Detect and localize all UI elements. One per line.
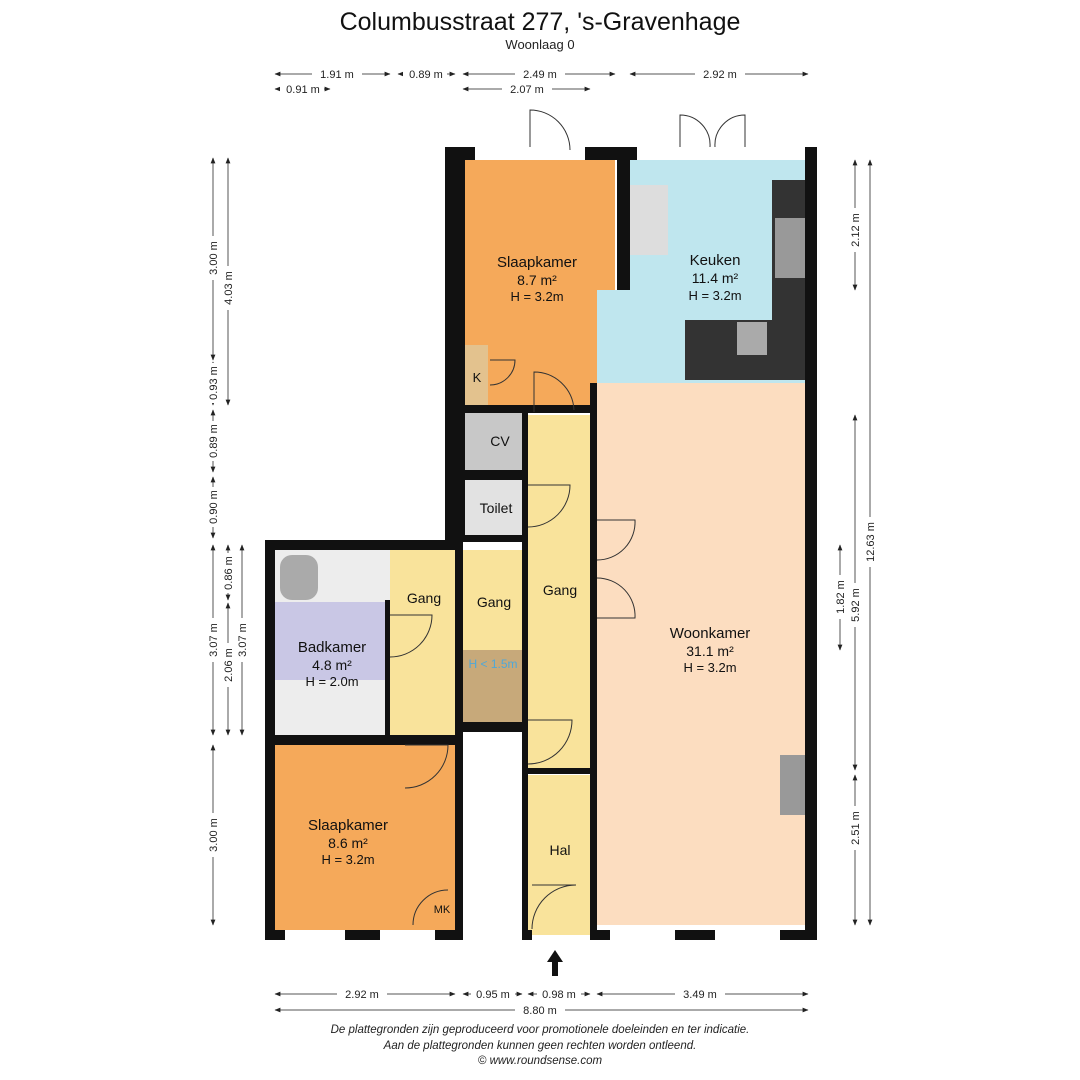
entrance-arrow-icon [547,950,563,976]
svg-text:H = 3.2m: H = 3.2m [688,288,741,303]
dim-label: 2.07 m [510,84,544,96]
room-gang-middle [463,550,522,650]
room-label-keuken: Keuken 11.4 m² H = 3.2m [688,252,741,303]
dim-label: 3.00 m [208,818,220,852]
disclaimer-line-1: De plattegronden zijn geproduceerd voor … [330,1024,750,1036]
label-hal: Hal [549,842,570,858]
closet-k [465,345,488,405]
svg-text:Woonkamer: Woonkamer [670,625,751,642]
room-slaapkamer-1 [465,160,615,405]
dim-label: 12.63 m [865,522,877,562]
room-label-badkamer: Badkamer 4.8 m² H = 2.0m [298,639,366,689]
dimensions-bottom: 2.92 m 0.95 m 0.98 m 3.49 m 8.80 m [274,987,809,1017]
svg-text:4.8 m²: 4.8 m² [312,657,352,673]
svg-text:H = 2.0m: H = 2.0m [305,674,358,689]
label-gang-main: Gang [543,582,577,598]
dim-label: 2.51 m [850,811,862,845]
svg-text:11.4 m²: 11.4 m² [692,270,739,286]
room-hal [528,775,590,935]
dim-label: 1.91 m [320,69,354,81]
doors [389,109,746,930]
walls [265,147,817,940]
svg-text:Slaapkamer: Slaapkamer [308,817,388,834]
room-gang-main [528,415,590,770]
svg-text:H = 3.2m: H = 3.2m [683,660,736,675]
kitchen-counter [630,180,807,380]
room-label-woonkamer: Woonkamer 31.1 m² H = 3.2m [670,625,751,675]
disclaimer-line-2: Aan de plattegronden kunnen geen rechten… [383,1040,697,1052]
dim-label: 3.00 m [208,241,220,275]
label-gang-left: Gang [407,590,441,606]
dim-label: 0.86 m [223,556,235,590]
dim-label: 2.49 m [523,69,557,81]
floor-label: Woonlaag 0 [505,37,575,52]
dim-label: 0.89 m [208,424,220,458]
label-cv: CV [490,433,510,449]
dim-label: 8.80 m [523,1005,557,1017]
svg-text:Badkamer: Badkamer [298,639,366,656]
dimensions-left: 3.00 m 4.03 m 0.93 m 0.89 m 0.90 m 3.07 … [207,157,249,926]
fireplace [780,755,807,815]
dimensions-right: 2.12 m 1.82 m 5.92 m 2.51 m 12.63 m [834,159,877,926]
label-k: K [473,370,482,385]
dim-label: 3.49 m [683,989,717,1001]
low-height-area [463,650,522,722]
svg-text:31.1 m²: 31.1 m² [686,643,734,659]
dim-label: 0.90 m [208,490,220,524]
svg-text:Slaapkamer: Slaapkamer [497,254,577,271]
svg-text:8.7 m²: 8.7 m² [517,272,557,288]
dim-label: 0.91 m [286,84,320,96]
room-cv [465,412,528,470]
dim-label: 2.12 m [850,213,862,247]
svg-text:8.6 m²: 8.6 m² [328,835,368,851]
dim-label: 0.95 m [476,989,510,1001]
dim-label: 4.03 m [223,271,235,305]
dim-label: 1.82 m [835,580,847,614]
label-gang-middle: Gang [477,594,511,610]
dim-label: 0.89 m [409,69,443,81]
room-toilet [465,480,528,535]
label-toilet: Toilet [480,500,513,516]
page-title: Columbusstraat 277, 's-Gravenhage [339,8,741,36]
dim-label: 2.92 m [703,69,737,81]
svg-text:H = 3.2m: H = 3.2m [321,852,374,867]
room-gang-left [390,550,455,735]
room-label-slaapkamer-2: Slaapkamer 8.6 m² H = 3.2m [308,817,388,867]
svg-text:H = 3.2m: H = 3.2m [510,289,563,304]
label-mk: MK [434,904,451,916]
dim-label: 3.07 m [208,623,220,657]
svg-text:Keuken: Keuken [690,252,741,269]
dim-label: 5.92 m [850,588,862,622]
dim-label: 2.92 m [345,989,379,1001]
copyright-link[interactable]: © www.roundsense.com [477,1055,603,1067]
shower-area [275,680,390,735]
dim-label: 0.98 m [542,989,576,1001]
room-label-slaapkamer-1: Slaapkamer 8.7 m² H = 3.2m [497,254,577,304]
bathtub-icon [280,555,318,600]
dim-label: 3.07 m [237,623,249,657]
label-low-height: H < 1.5m [468,657,517,671]
dim-label: 0.93 m [208,366,220,400]
dim-label: 2.06 m [223,648,235,682]
room-woonkamer [597,383,807,925]
dimensions-top: 1.91 m 0.89 m 2.49 m 2.92 m 0.91 m 2.07 … [274,67,809,96]
